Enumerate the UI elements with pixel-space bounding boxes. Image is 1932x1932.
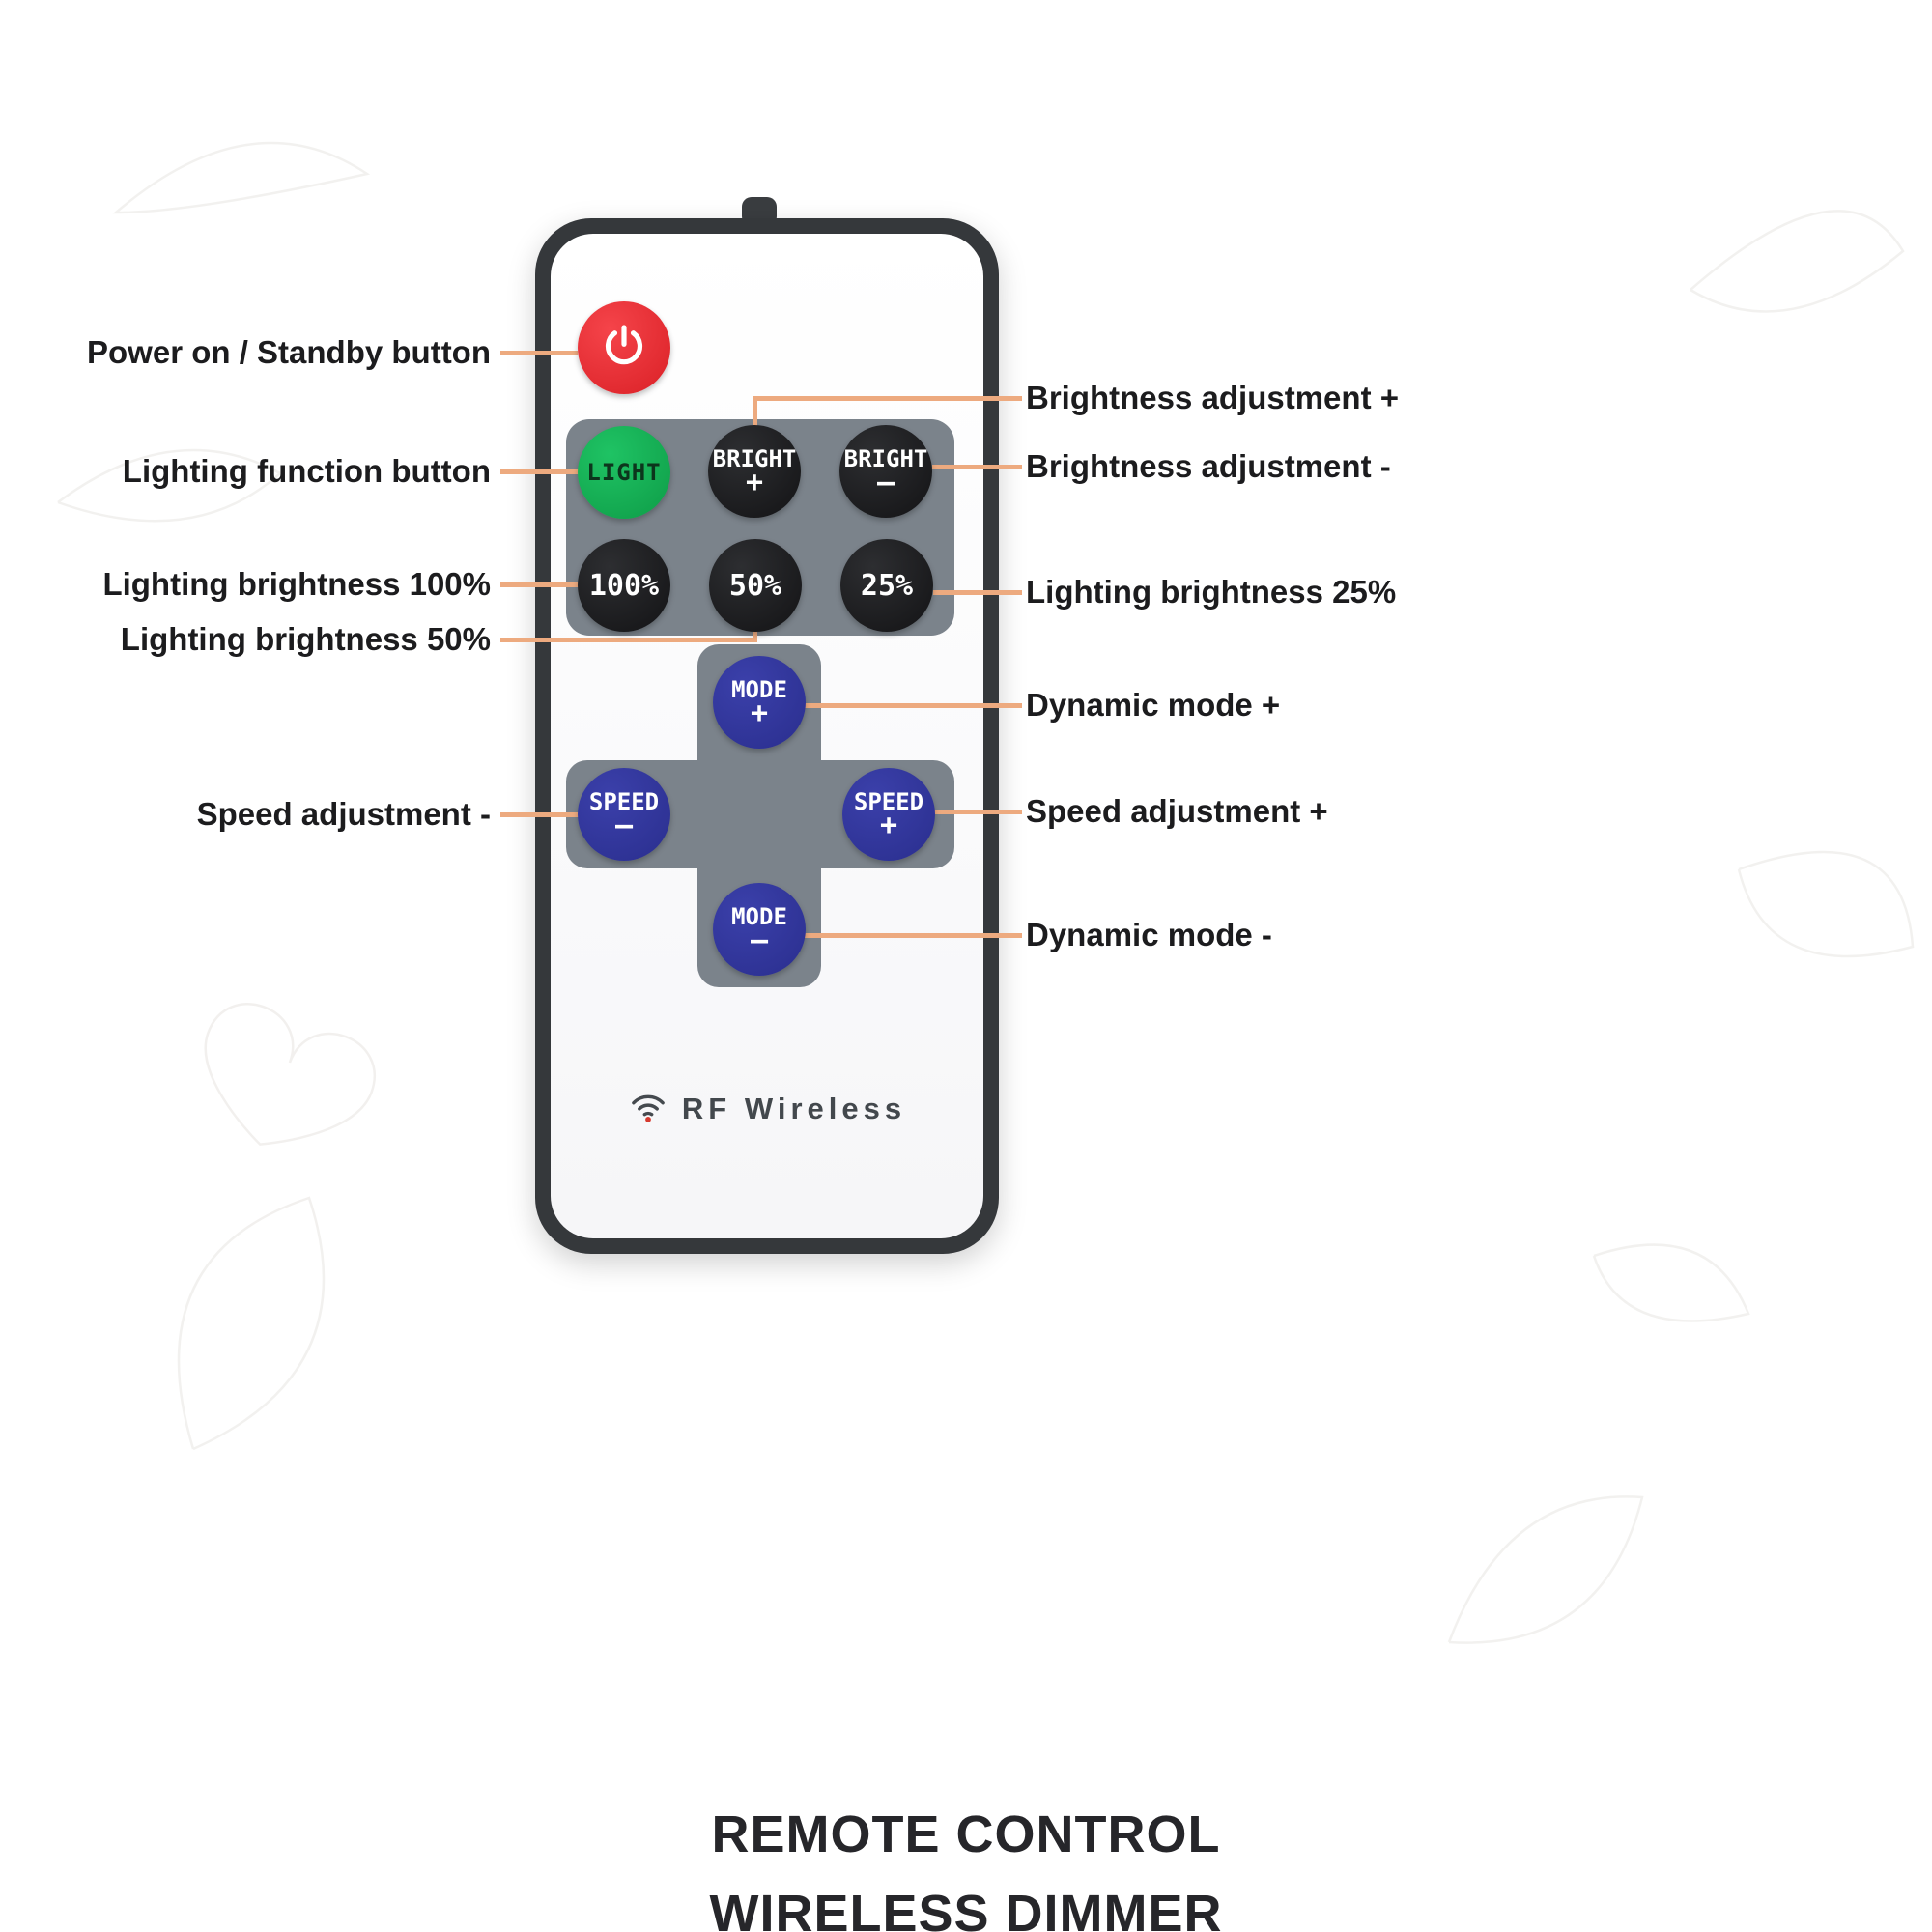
bright-minus-sign: —	[876, 466, 895, 499]
speed-plus-button[interactable]: SPEED +	[842, 768, 935, 861]
brand-text: RF Wireless	[681, 1091, 907, 1125]
speed-minus-sign: —	[614, 809, 634, 842]
connector-line-speed-minus	[500, 812, 580, 817]
bright-plus-button[interactable]: BRIGHT +	[708, 425, 801, 518]
brand-row: RF Wireless	[551, 1086, 983, 1131]
brightness-100-button[interactable]: 100%	[578, 539, 670, 632]
page-title-line1: REMOTE CONTROL	[711, 1805, 1221, 1863]
brightness-25-button[interactable]: 25%	[840, 539, 933, 632]
mode-plus-button[interactable]: MODE +	[713, 656, 806, 749]
mode-minus-label: MODE	[731, 903, 787, 930]
page-title: REMOTE CONTROL WIRELESS DIMMER	[0, 1795, 1932, 1932]
callout-brightness-100: Lighting brightness 100%	[102, 566, 491, 602]
connector-line-mode-minus	[802, 933, 1022, 938]
light-button[interactable]: LIGHT	[578, 426, 670, 519]
connector-line-25	[933, 590, 1022, 595]
callout-mode-minus: Dynamic mode -	[1026, 917, 1272, 952]
connector-line-bright-plus	[753, 396, 1022, 401]
brightness-100-label: 100%	[588, 568, 660, 603]
bright-minus-button[interactable]: BRIGHT —	[839, 425, 932, 518]
mode-minus-sign: —	[750, 923, 769, 957]
connector-line-bright-plus-drop	[753, 396, 757, 427]
callout-brightness-50: Lighting brightness 50%	[120, 621, 491, 657]
callout-mode-plus: Dynamic mode +	[1026, 687, 1281, 723]
bright-plus-label: BRIGHT	[712, 445, 797, 472]
speed-plus-sign: +	[879, 809, 898, 842]
connector-line-50-riser	[753, 628, 757, 642]
bright-plus-sign: +	[745, 466, 764, 499]
brightness-50-button[interactable]: 50%	[709, 539, 802, 632]
callout-speed-minus: Speed adjustment -	[196, 796, 491, 832]
callout-brightness-25: Lighting brightness 25%	[1026, 574, 1397, 610]
bright-minus-label: BRIGHT	[843, 445, 928, 472]
callout-bright-plus: Brightness adjustment +	[1026, 380, 1399, 415]
callout-light: Lighting function button	[122, 453, 491, 489]
connector-line-50	[500, 638, 757, 642]
brightness-50-label: 50%	[728, 568, 782, 603]
speed-plus-label: SPEED	[853, 788, 924, 815]
connector-line-speed-plus	[933, 810, 1022, 814]
connector-line-100	[500, 582, 580, 587]
brightness-25-label: 25%	[860, 568, 914, 603]
speed-minus-label: SPEED	[588, 788, 660, 815]
callout-bright-minus: Brightness adjustment -	[1026, 448, 1391, 484]
connector-line-bright-minus	[932, 465, 1022, 469]
light-button-label: LIGHT	[586, 459, 662, 486]
wifi-icon	[628, 1086, 668, 1131]
power-icon	[599, 321, 649, 375]
callout-power: Power on / Standby button	[87, 334, 491, 370]
mode-plus-label: MODE	[731, 676, 787, 703]
connector-line-power	[500, 351, 578, 355]
mode-plus-sign: +	[750, 696, 769, 730]
connector-line-light	[500, 469, 580, 474]
power-button[interactable]	[578, 301, 670, 394]
speed-minus-button[interactable]: SPEED —	[578, 768, 670, 861]
callout-speed-plus: Speed adjustment +	[1026, 793, 1328, 829]
mode-minus-button[interactable]: MODE —	[713, 883, 806, 976]
page-title-line2: WIRELESS DIMMER	[709, 1885, 1223, 1932]
connector-line-mode-plus	[802, 703, 1022, 708]
